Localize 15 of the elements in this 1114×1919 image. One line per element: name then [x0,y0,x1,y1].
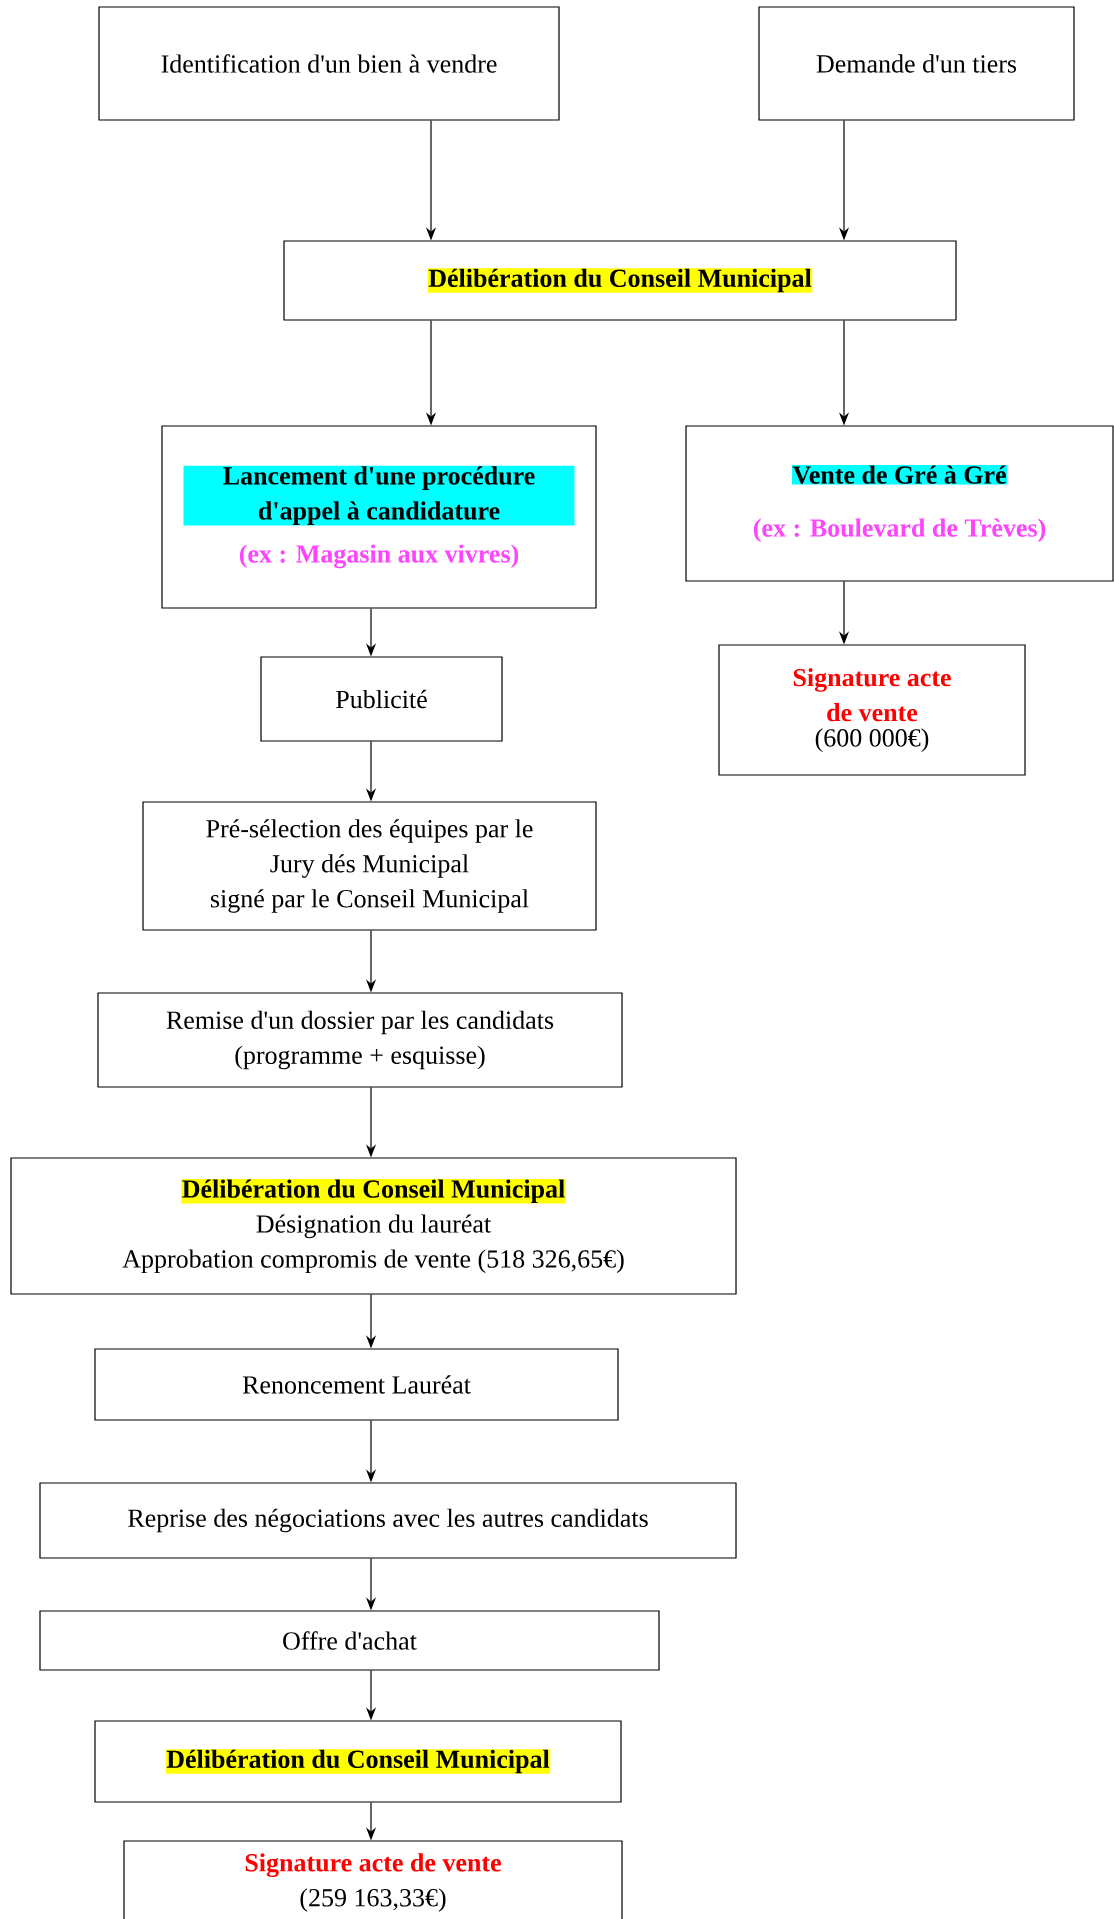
process-box: Remise d'un dossier par les candidats (programme + esquisse) [97,992,623,1088]
process-box: Vente de Gré à Gré (ex : Boulevard de Trèves) [685,425,1114,582]
process-box: Signature acte de vente (259 163,33€) [123,1840,623,1919]
process-box: Demande d'un tiers [758,6,1075,121]
process-box: Offre d'achat [39,1610,660,1671]
process-box: Renoncement Lauréat [94,1348,619,1421]
process-box: Signature acte de vente (600 000€) [718,644,1026,776]
process-box: Pré-sélection des équipes par le Jury dés Municipal signé par le Conseil Municipal [142,801,597,931]
process-box: Reprise des négociations avec les autres candidats [39,1482,737,1559]
process-box: Délibération du Conseil Municipal Désignation du lauréat Approbation compromis de vente (518 326,65€) [10,1157,737,1295]
process-box: Délibération du Conseil Municipal [94,1720,622,1803]
process-box: Identification d'un bien à vendre [98,6,560,121]
process-box: Lancement d'une procédure d'appel à candidature (ex : Magasin aux vivres) [161,425,597,609]
process-box: Délibération du Conseil Municipal [283,240,957,321]
process-box: Publicité [260,656,503,742]
